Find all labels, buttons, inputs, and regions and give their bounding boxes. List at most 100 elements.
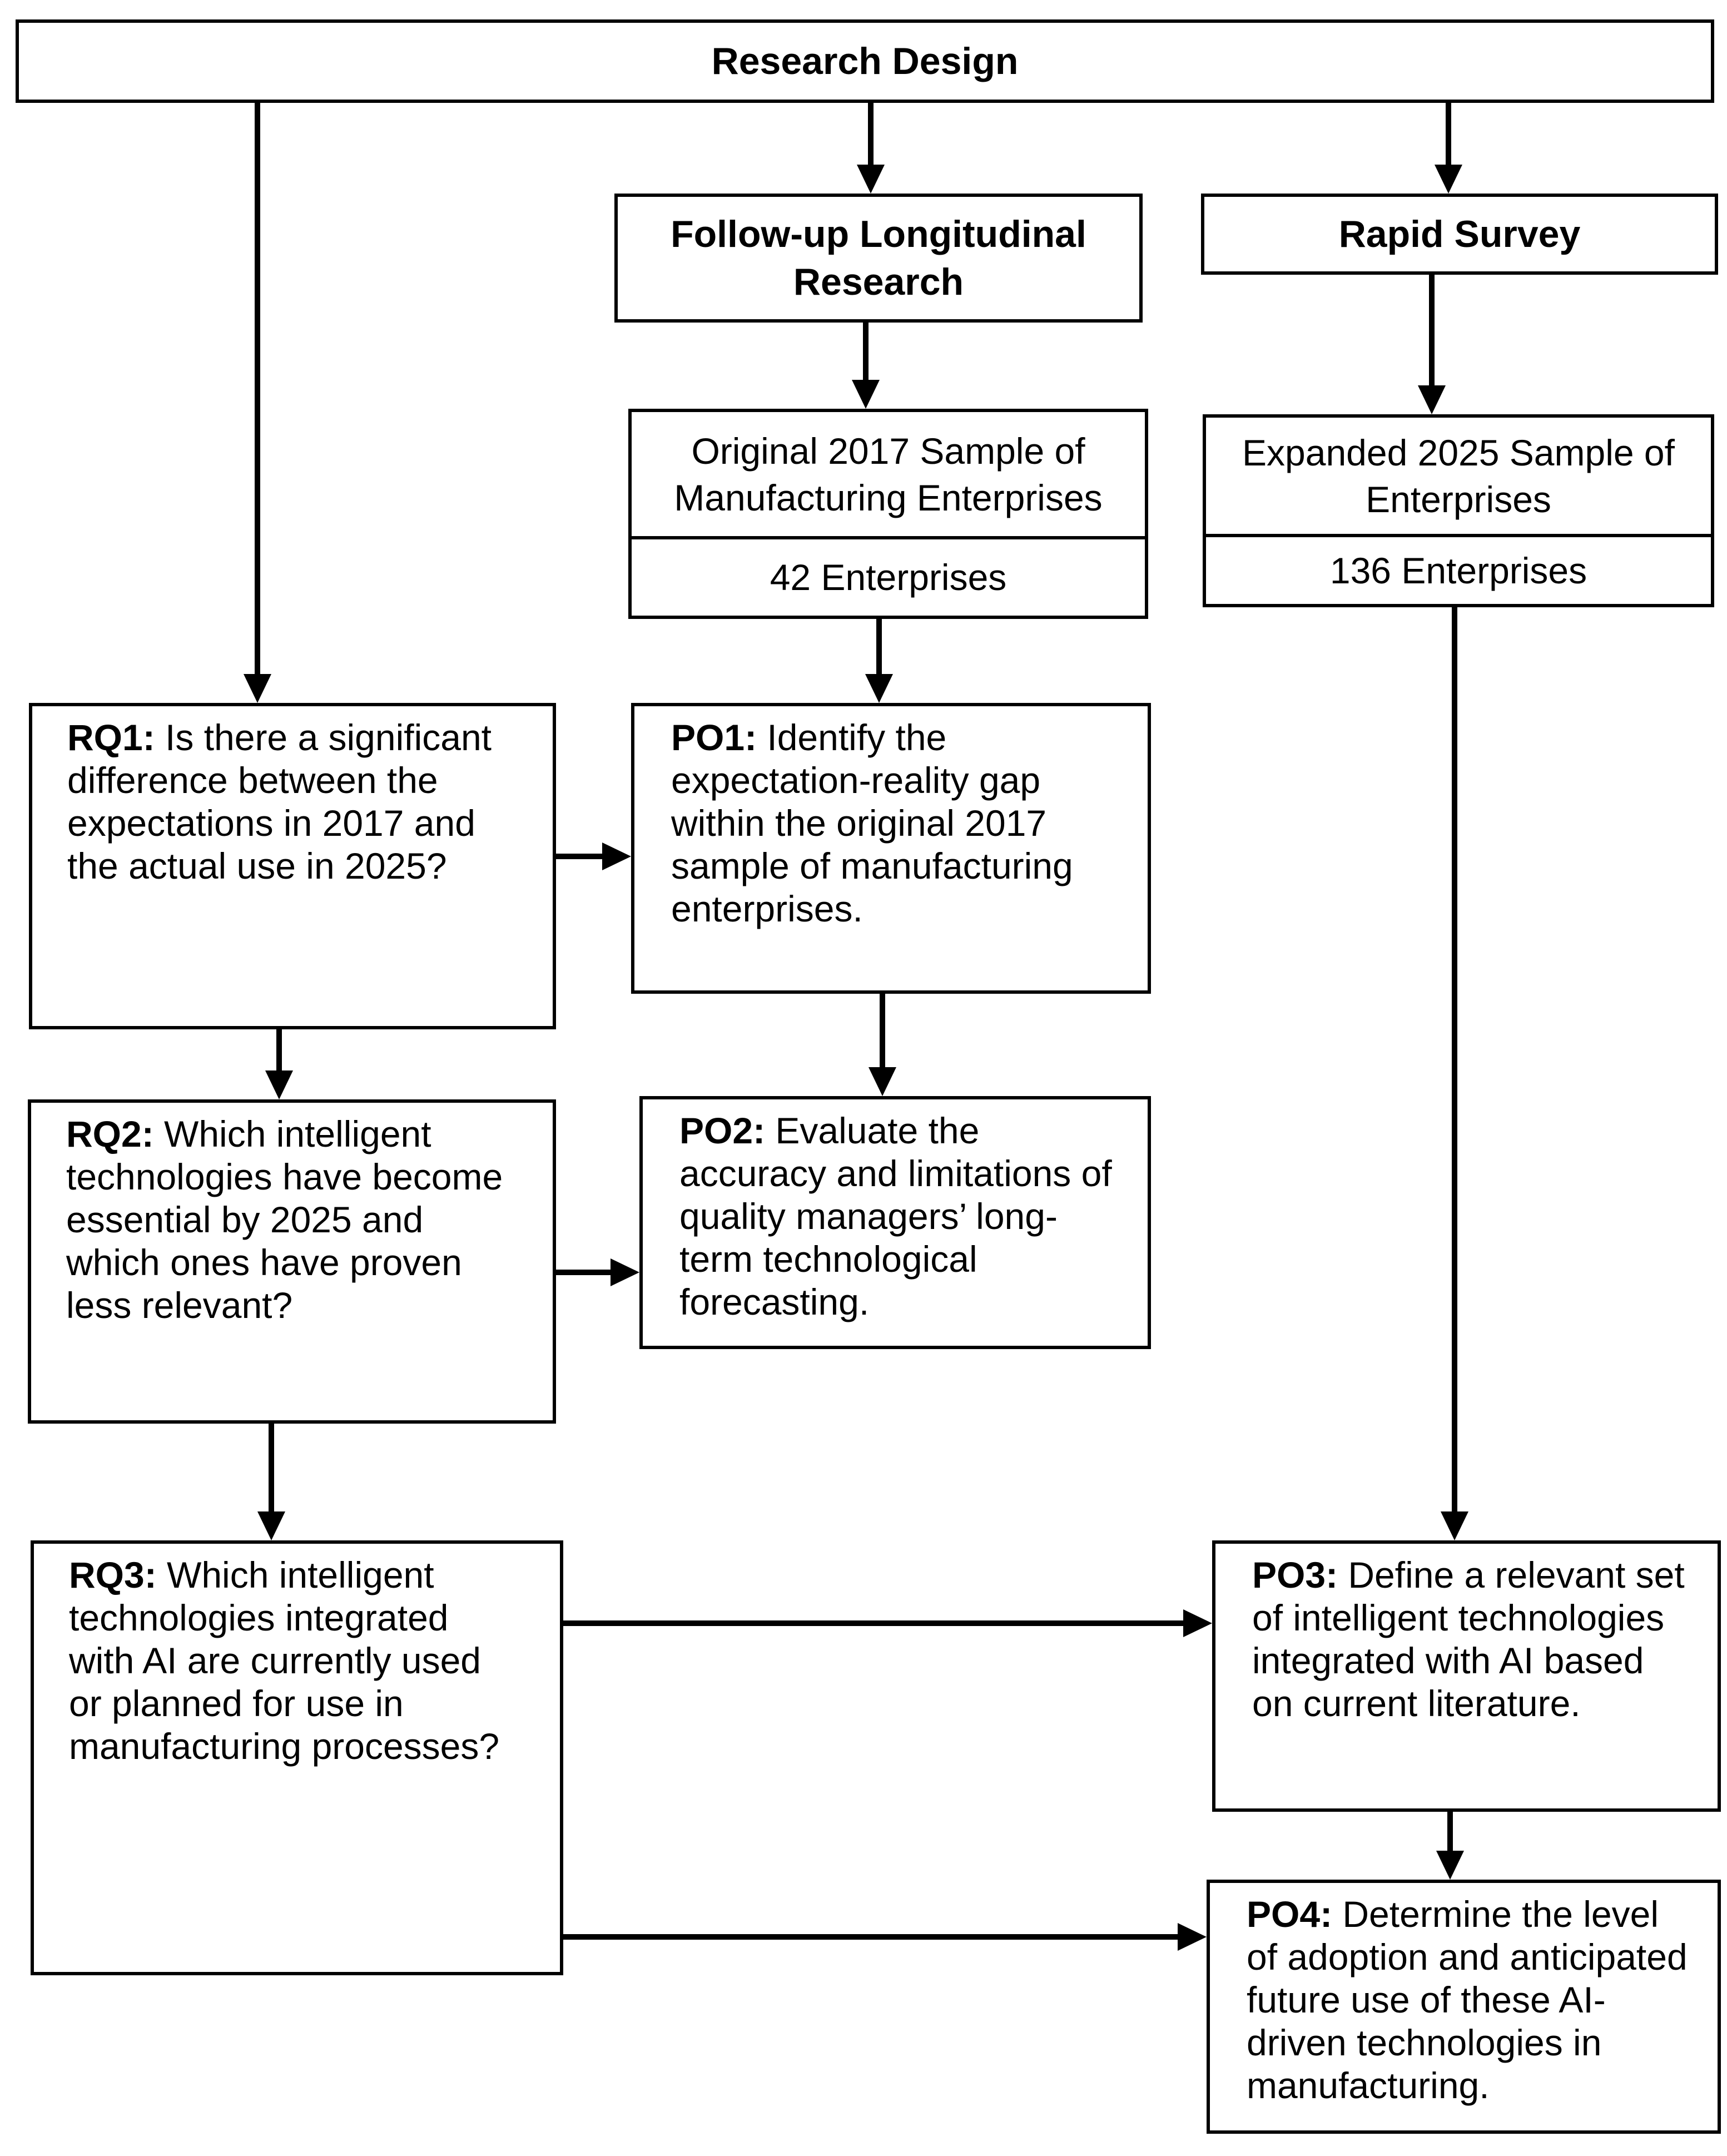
text-fragment: Define a relevant set (1338, 1554, 1685, 1595)
text-line: accuracy and limitations of (679, 1153, 1112, 1194)
original-sample-title: Original 2017 Sample of Manufacturing En… (632, 412, 1145, 539)
connector-research-to-rapid-line (1446, 103, 1451, 165)
text-line: term technological (679, 1238, 977, 1280)
text-line: which ones have proven (66, 1242, 462, 1283)
text-line: on current literature. (1252, 1683, 1581, 1724)
text-fragment: Which intelligent (153, 1113, 431, 1154)
text-line: Enterprises (1366, 478, 1551, 520)
connector-rq2-to-po2-line (556, 1270, 611, 1275)
connector-rq1-to-po1-line (556, 854, 602, 859)
text-fragment: Identify the (757, 717, 947, 758)
connector-rq3-to-po3-arrowhead (1183, 1609, 1212, 1637)
text-line: forecasting. (679, 1281, 870, 1322)
connector-research-to-followup-arrowhead (857, 165, 885, 194)
text-line: sample of manufacturing (671, 845, 1073, 886)
connector-expanded-to-po3-line (1452, 607, 1457, 1511)
connector-rq3-to-po4-line (563, 1934, 1178, 1940)
connector-rq1-to-po1-arrowhead (602, 842, 631, 870)
text-line: within the original 2017 (671, 802, 1047, 844)
connector-rq2-to-rq3-line (269, 1424, 274, 1511)
original-sample-count: 42 Enterprises (770, 557, 1007, 598)
connector-rapid-to-expanded-arrowhead (1418, 385, 1446, 414)
connector-original-to-po1-arrowhead (865, 674, 893, 703)
rq1-prefix: RQ1: (67, 717, 155, 758)
text-line: enterprises. (671, 888, 863, 929)
text-line: less relevant? (66, 1285, 293, 1326)
text-line: Expanded 2025 Sample of (1242, 432, 1675, 473)
text-line: RQ3: Which intelligent (69, 1554, 549, 1597)
po4-box: PO4: Determine the level of adoption and… (1207, 1880, 1721, 2134)
text-line: future use of these AI- (1247, 1979, 1606, 2020)
followup-title-line: Follow-up Longitudinal (671, 213, 1086, 255)
text-fragment: Determine the level (1332, 1894, 1659, 1935)
expanded-sample-count: 136 Enterprises (1329, 549, 1587, 591)
po4-prefix: PO4: (1247, 1894, 1333, 1935)
text-line: integrated with AI based (1252, 1640, 1644, 1681)
rq1-box: RQ1: Is there a significant difference b… (29, 703, 556, 1029)
text-fragment: Which intelligent (156, 1554, 434, 1595)
text-line: of adoption and anticipated (1247, 1936, 1688, 1977)
text-line: manufacturing processes? (69, 1726, 500, 1767)
rapid-survey-box: Rapid Survey (1201, 194, 1718, 275)
connector-research-to-rq1-line (255, 103, 260, 674)
connector-po1-to-po2-arrowhead (869, 1067, 896, 1096)
po2-prefix: PO2: (679, 1110, 766, 1151)
connector-rq2-to-rq3-arrowhead (257, 1511, 285, 1540)
text-line: RQ2: Which intelligent (66, 1113, 542, 1156)
text-line: essential by 2025 and (66, 1199, 424, 1240)
text-line: technologies have become (66, 1156, 503, 1197)
text-line: the actual use in 2025? (67, 845, 447, 886)
connector-rq3-to-po3-line (563, 1620, 1183, 1626)
text-line: Original 2017 Sample of (691, 430, 1085, 472)
connector-followup-to-original-line (863, 323, 869, 380)
text-line: with AI are currently used (69, 1640, 482, 1681)
connector-expanded-to-po3-arrowhead (1441, 1511, 1468, 1540)
connector-original-to-po1-line (876, 619, 882, 674)
connector-rq2-to-po2-arrowhead (611, 1258, 639, 1286)
connector-research-to-rq1-arrowhead (244, 674, 271, 703)
text-line: PO3: Define a relevant set (1252, 1554, 1706, 1597)
followup-longitudinal-box: Follow-up Longitudinal Research (614, 194, 1143, 323)
text-line: or planned for use in (69, 1683, 404, 1724)
text-line: driven technologies in (1247, 2022, 1602, 2063)
text-line: quality managers’ long- (679, 1196, 1058, 1237)
rq3-prefix: RQ3: (69, 1554, 157, 1595)
po3-box: PO3: Define a relevant set of intelligen… (1212, 1540, 1721, 1812)
text-line: technologies integrated (69, 1597, 449, 1638)
rq3-box: RQ3: Which intelligent technologies inte… (31, 1540, 563, 1975)
connector-po3-to-po4-line (1447, 1812, 1453, 1851)
connector-rq3-to-po4-arrowhead (1178, 1923, 1207, 1951)
expanded-sample-box: Expanded 2025 Sample of Enterprises 136 … (1203, 414, 1714, 607)
text-line: RQ1: Is there a significant (67, 716, 542, 759)
text-line: PO2: Evaluate the (679, 1109, 1137, 1152)
text-line: difference between the (67, 760, 438, 801)
po3-prefix: PO3: (1252, 1554, 1338, 1595)
connector-followup-to-original-arrowhead (852, 380, 880, 409)
connector-po1-to-po2-line (880, 994, 885, 1067)
rq2-prefix: RQ2: (66, 1113, 154, 1154)
po1-box: PO1: Identify the expectation-reality ga… (631, 703, 1151, 994)
connector-po3-to-po4-arrowhead (1436, 1851, 1464, 1880)
text-line: expectations in 2017 and (67, 802, 475, 844)
followup-title-line: Research (793, 261, 964, 303)
connector-research-to-followup-line (868, 103, 874, 165)
text-line: PO4: Determine the level (1247, 1893, 1706, 1936)
connector-rq1-to-rq2-arrowhead (265, 1070, 293, 1099)
text-line: of intelligent technologies (1252, 1597, 1665, 1638)
expanded-sample-title: Expanded 2025 Sample of Enterprises (1206, 418, 1711, 537)
research-design-box: Research Design (16, 19, 1714, 103)
po2-box: PO2: Evaluate the accuracy and limitatio… (639, 1096, 1151, 1349)
po1-prefix: PO1: (671, 717, 757, 758)
text-line: Manufacturing Enterprises (674, 477, 1103, 518)
text-line: PO1: Identify the (671, 716, 1137, 759)
connector-rapid-to-expanded-line (1429, 275, 1435, 385)
original-sample-box: Original 2017 Sample of Manufacturing En… (628, 409, 1148, 619)
connector-rq1-to-rq2-line (276, 1029, 282, 1070)
rq2-box: RQ2: Which intelligent technologies have… (28, 1099, 556, 1424)
text-fragment: Evaluate the (765, 1110, 980, 1151)
text-fragment: Is there a significant (155, 717, 492, 758)
connector-research-to-rapid-arrowhead (1435, 165, 1462, 194)
text-line: manufacturing. (1247, 2065, 1490, 2106)
rapid-survey-title: Rapid Survey (1338, 213, 1581, 255)
